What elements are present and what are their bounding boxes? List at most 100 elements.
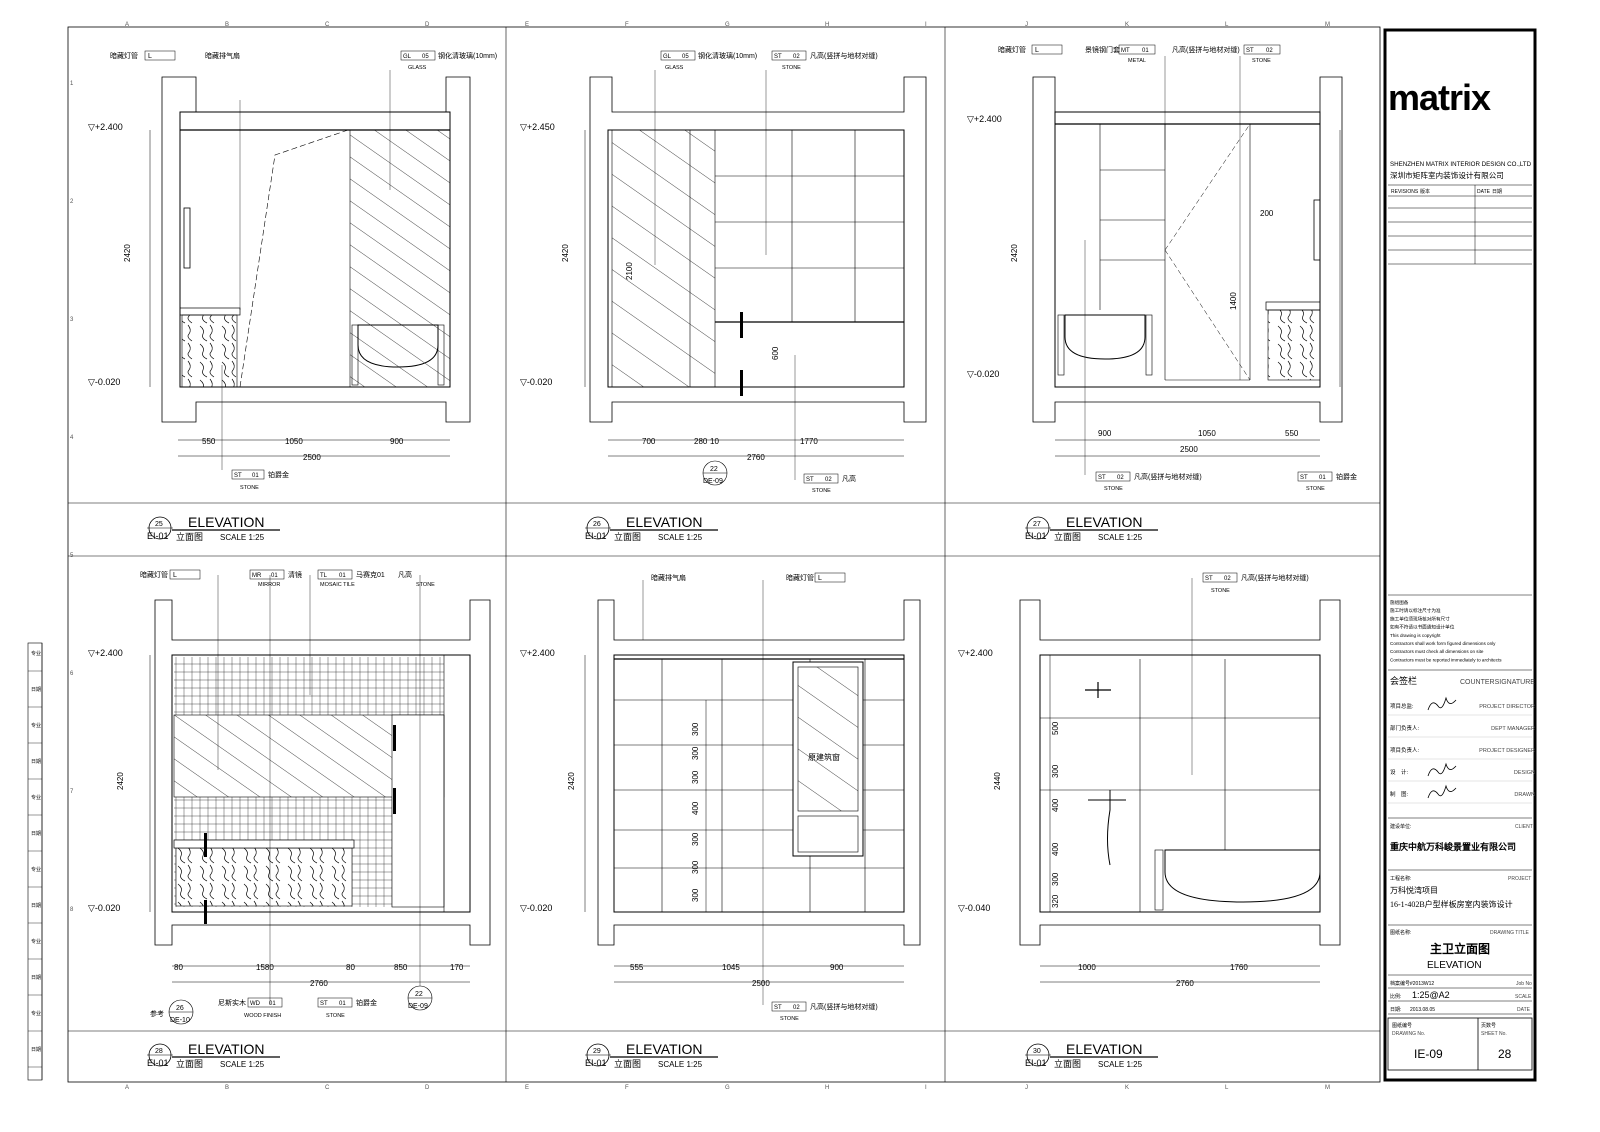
drawing-no-label: 图纸编号 <box>1392 1022 1412 1029</box>
detail-num: 22 <box>415 991 423 998</box>
company-logo: matrix <box>1388 77 1491 118</box>
date-value: 2013.08.05 <box>1410 1007 1435 1013</box>
dim-v: 300 <box>1051 872 1060 886</box>
stone-en: STONE <box>780 1016 799 1022</box>
grid-row-label: 1 <box>70 81 74 87</box>
view-number: 28 <box>155 1048 163 1055</box>
stamp-label: 专业 <box>31 866 41 873</box>
stone-no: 01 <box>252 473 259 479</box>
grid-row-label: 3 <box>70 317 74 323</box>
glass-note: 钢化清玻璃(10mm) <box>698 51 757 60</box>
fan-note: 暗藏排气扇 <box>651 573 686 582</box>
stone-no: 02 <box>1266 48 1273 54</box>
titleblock-note: Contractors must check all dimensions on… <box>1390 649 1484 654</box>
client-name: 重庆中航万科峻景置业有限公司 <box>1390 841 1516 852</box>
dim-v: 320 <box>1051 894 1060 908</box>
view-ref: EI-01 <box>1025 531 1047 541</box>
dim-total-v: 2420 <box>567 772 576 790</box>
dim-total-v: 2420 <box>123 244 132 262</box>
view-number: 26 <box>593 521 601 528</box>
view-title-cn: 立面图 <box>614 1058 641 1069</box>
dim-total-v: 2440 <box>993 772 1002 790</box>
titleblock-note: 施组图备 <box>1390 599 1409 606</box>
date-label-en: DATE <box>1517 1007 1531 1013</box>
stamp-label: 日期 <box>31 1047 41 1053</box>
dim-h: 1050 <box>1198 429 1216 438</box>
dim-v: 400 <box>1051 798 1060 812</box>
signature <box>1427 696 1457 711</box>
view-title: ELEVATION <box>626 514 703 530</box>
metal-en: METAL <box>1128 58 1146 64</box>
stamp-label: 日期 <box>31 975 41 981</box>
view-number: 25 <box>155 521 163 528</box>
view-title-cn: 立面图 <box>176 1058 203 1069</box>
drawing-title-label-en: DRAWING TITLE <box>1490 930 1530 936</box>
view-ref: EI-01 <box>147 1058 169 1068</box>
grid-col-label: J <box>1025 22 1028 28</box>
grid-col-label: A <box>125 1085 129 1091</box>
level-top: ▽+2.400 <box>967 114 1002 124</box>
stone-note: 铂爵金 <box>268 470 289 479</box>
lamp-note: 暗藏灯管 <box>998 45 1026 54</box>
tile-en: MOSAIC TILE <box>320 582 355 588</box>
project-label-en: PROJECT <box>1508 876 1531 882</box>
stone-no: 01 <box>1319 475 1326 481</box>
tile-note: 马赛克01 <box>356 570 385 579</box>
view-scale: SCALE 1:25 <box>220 1060 265 1069</box>
detail-ref: DE-10 <box>170 1017 190 1024</box>
dim-h: 1050 <box>285 437 303 446</box>
wood-en: WOOD FINISH <box>244 1013 281 1019</box>
level-top: ▽+2.400 <box>520 648 555 658</box>
grid-col-label: I <box>925 22 927 28</box>
client-label-en: CLIENT <box>1515 824 1533 830</box>
stone-note: 铂爵金 <box>356 998 377 1007</box>
view-scale: SCALE 1:25 <box>220 533 265 542</box>
stone-code: ST <box>1246 48 1254 54</box>
grid-col-label: B <box>225 1085 229 1091</box>
view-title: ELEVATION <box>188 514 265 530</box>
view-scale: SCALE 1:25 <box>658 533 703 542</box>
mirror-code: MR <box>252 573 262 579</box>
stamp-label: 专业 <box>31 722 41 729</box>
view-title: ELEVATION <box>626 1041 703 1057</box>
grid-col-label: I <box>925 1085 927 1091</box>
titleblock-note: Contractors shall work form figured dime… <box>1390 641 1496 646</box>
stamp-label: 专业 <box>31 794 41 801</box>
titleblock-note: This drawing is copyright <box>1390 633 1441 638</box>
level-bottom: ▽-0.020 <box>88 377 120 387</box>
signature <box>1427 762 1457 777</box>
stone-code: ST <box>806 477 814 483</box>
dim-door: 2100 <box>625 262 634 280</box>
detail-ref: DE-09 <box>408 1003 428 1010</box>
grid-col-label: F <box>625 1085 629 1091</box>
mirror-no: 01 <box>271 573 278 579</box>
fan-note: 暗藏排气扇 <box>205 51 240 60</box>
level-top: ▽+2.450 <box>520 122 555 132</box>
dim-v: 300 <box>691 770 700 784</box>
level-top: ▽+2.400 <box>958 648 993 658</box>
view-number: 27 <box>1033 521 1041 528</box>
lamp-code: L <box>173 572 177 579</box>
lamp-code: L <box>818 575 822 582</box>
job-value: #2013W12 <box>1410 981 1434 987</box>
elevation-25: 暗藏灯管 L 暗藏排气扇 GL 05 钢化清玻璃(10mm) GLASS ▽+2… <box>88 50 497 491</box>
stone-no: 02 <box>1224 576 1231 582</box>
dim-v: 500 <box>1051 721 1060 735</box>
level-bottom: ▽-0.020 <box>520 903 552 913</box>
level-bottom: ▽-0.020 <box>520 377 552 387</box>
role-label-en: PROJECT DESIGNER <box>1479 748 1535 754</box>
elevation-28: 暗藏灯管 L MR 01 清镜 MIRROR TL 01 马赛克01 MOSAI… <box>88 569 491 1025</box>
view-title-cn: 立面图 <box>176 531 203 542</box>
level-top: ▽+2.400 <box>88 648 123 658</box>
wood-no: 01 <box>269 1001 276 1007</box>
grid-col-label: G <box>725 22 730 28</box>
dim-v: 300 <box>691 746 700 760</box>
grid-col-label: K <box>1125 22 1129 28</box>
dim-v: 300 <box>691 860 700 874</box>
role-label-en: DRAWN <box>1514 792 1535 798</box>
